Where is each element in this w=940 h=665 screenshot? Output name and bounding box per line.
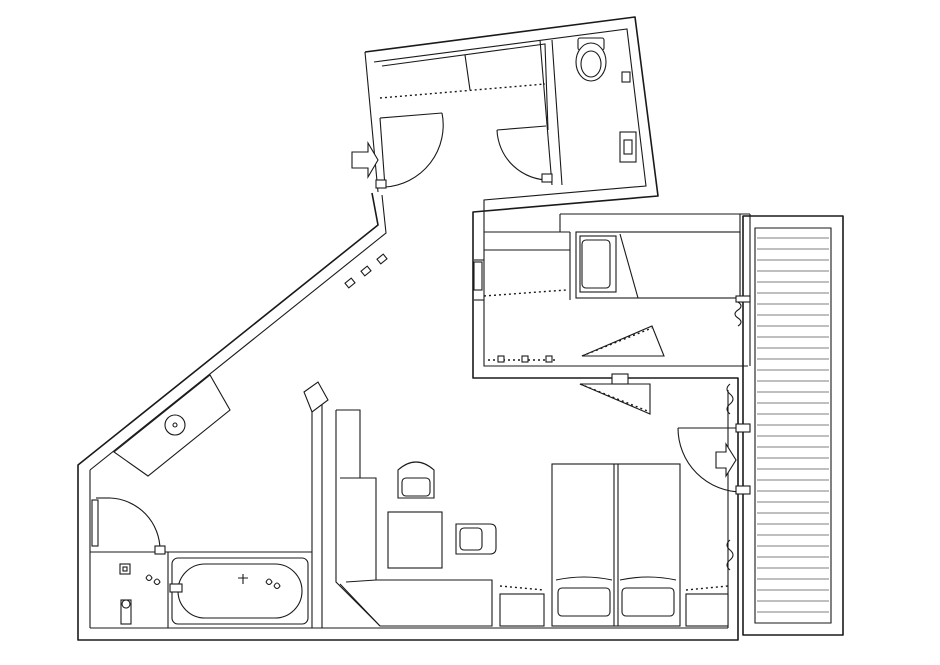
chair-icon xyxy=(397,461,497,555)
entry-door[interactable] xyxy=(375,112,444,189)
shower-fixture xyxy=(119,563,161,625)
wall-outlets xyxy=(344,253,388,289)
room-outline xyxy=(77,16,748,641)
bedroom-door[interactable] xyxy=(579,373,651,415)
balcony xyxy=(742,215,844,636)
desk xyxy=(387,511,443,569)
toilet-icon xyxy=(575,37,607,82)
bed-icon xyxy=(551,463,681,627)
bedroom-2 xyxy=(473,213,751,366)
bathroom xyxy=(90,381,329,628)
nightstands xyxy=(499,585,729,627)
bathtub-icon xyxy=(169,557,309,625)
balcony-decking xyxy=(757,237,829,613)
shower-door[interactable] xyxy=(91,497,166,555)
balcony-arrow-icon xyxy=(715,442,737,478)
wc-door[interactable] xyxy=(496,125,553,183)
entry-arrow-icon xyxy=(351,140,379,180)
upper-wardrobe xyxy=(379,39,563,186)
wc-basin xyxy=(619,71,637,163)
curtain-icon xyxy=(726,383,734,571)
balcony-door[interactable] xyxy=(677,423,751,495)
curtain-icon xyxy=(734,295,751,327)
bed-icon xyxy=(575,231,741,299)
bedroom-2-door[interactable] xyxy=(581,325,665,357)
sofa xyxy=(335,409,493,627)
sink-icon xyxy=(113,374,231,477)
